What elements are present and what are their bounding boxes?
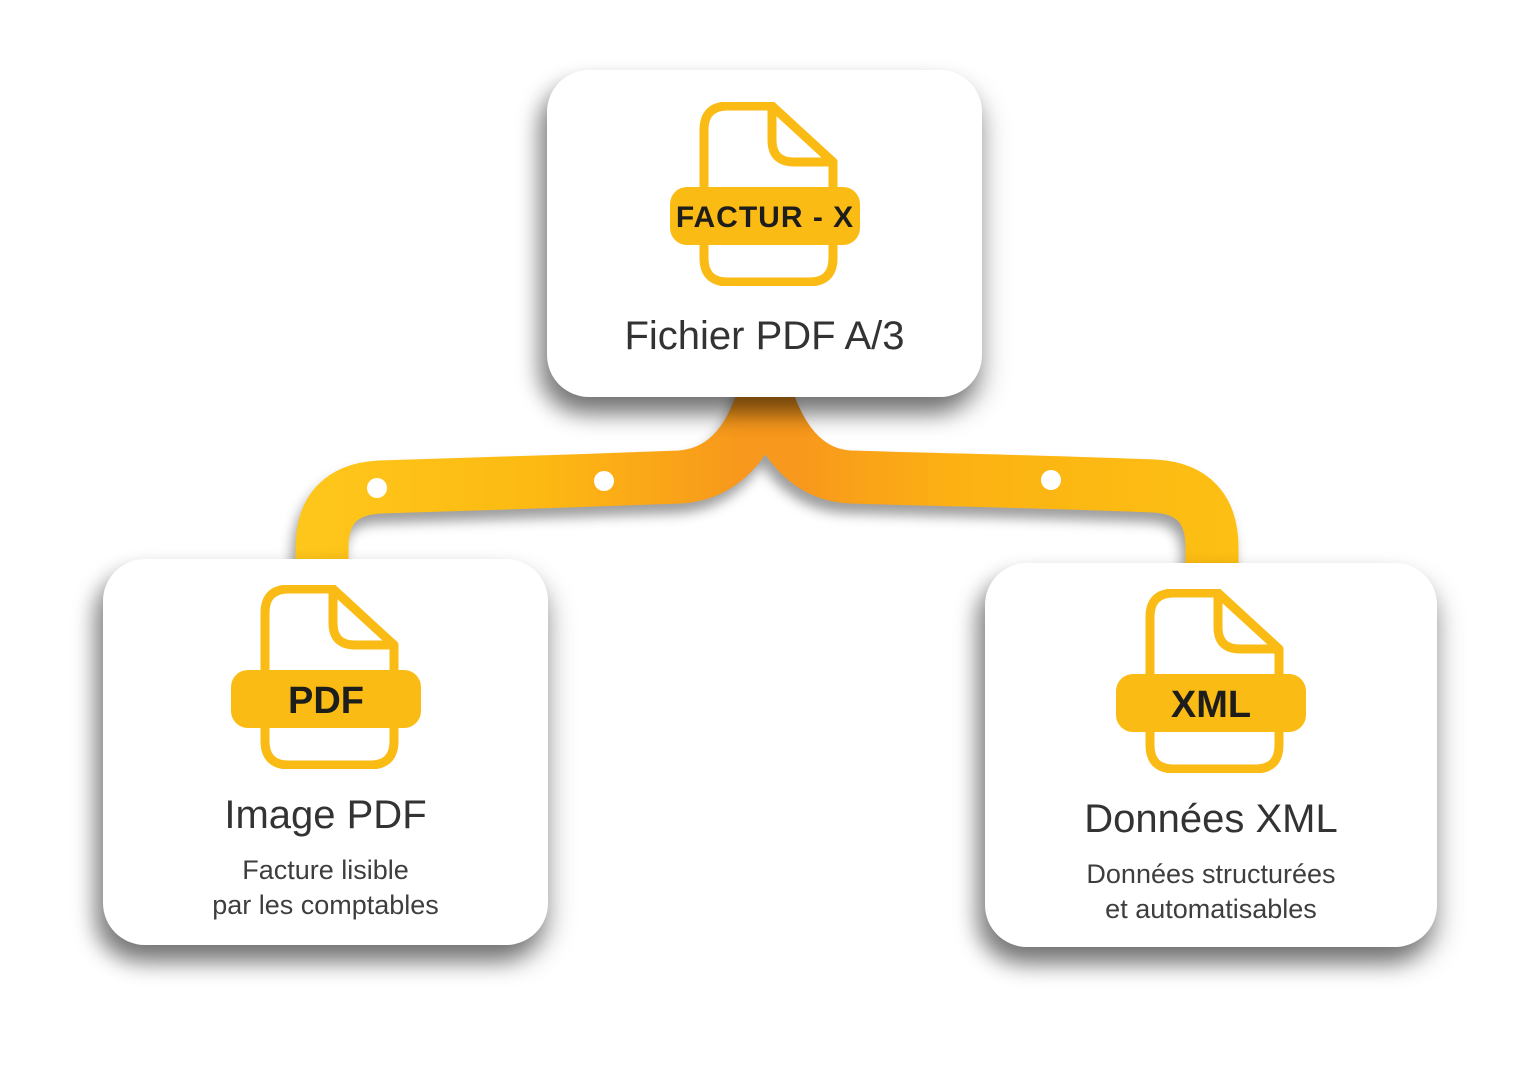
badge-background: [1116, 674, 1306, 732]
card-title: Données XML: [1084, 797, 1338, 841]
subtitle-line-2: par les comptables: [212, 890, 439, 920]
connector-dot: [367, 478, 387, 498]
document-outline: [260, 585, 398, 769]
badge-label: FACTUR - X: [675, 201, 853, 234]
subtitle-line-1: Facture lisible: [242, 855, 409, 885]
subtitle-line-1: Données structurées: [1086, 859, 1336, 889]
connector-dot: [594, 471, 614, 491]
connector-branch-right: [739, 380, 1239, 645]
subtitle-line-2: et automatisables: [1105, 894, 1317, 924]
card-factur-x: FACTUR - X Fichier PDF A/3: [547, 70, 982, 397]
document-outline: [1145, 589, 1284, 773]
card-title: Image PDF: [224, 793, 427, 837]
card-image-pdf: PDF Image PDF Facture lisible par les co…: [103, 559, 548, 945]
pdf-file-icon: PDF: [230, 585, 421, 769]
facturx-file-icon: FACTUR - X: [669, 102, 860, 286]
badge-label: PDF: [288, 680, 364, 722]
card-title: Fichier PDF A/3: [624, 314, 905, 358]
xml-file-icon: XML: [1116, 589, 1306, 773]
connector-branch-left: [295, 380, 791, 645]
folded-corner: [328, 585, 398, 650]
card-subtitle: Facture lisible par les comptables: [212, 853, 439, 923]
card-subtitle: Données structurées et automatisables: [1086, 857, 1335, 927]
badge-label: XML: [1171, 684, 1251, 726]
card-donnees-xml: XML Données XML Données structurées et a…: [985, 563, 1437, 947]
badge-background: [230, 670, 421, 728]
badge-background: [669, 187, 860, 245]
folded-corner: [1213, 589, 1284, 654]
connector-dot: [1041, 470, 1061, 490]
document-outline: [699, 102, 837, 286]
folded-corner: [767, 102, 837, 167]
